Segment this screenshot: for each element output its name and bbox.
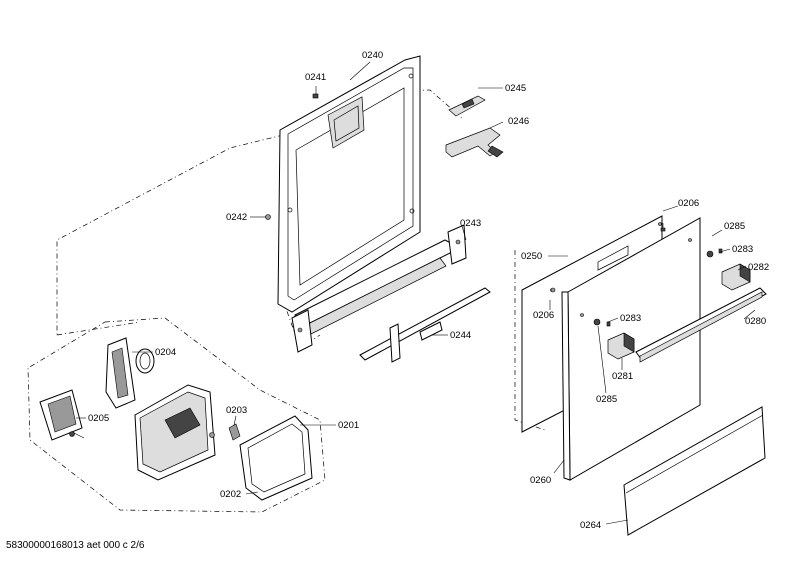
label-0245: 0245	[505, 83, 526, 94]
label-0260: 0260	[530, 475, 551, 486]
label-0205: 0205	[88, 413, 109, 424]
label-0240: 0240	[362, 50, 383, 61]
rail-0244	[359, 287, 491, 363]
label-0206-top: 0206	[678, 198, 699, 209]
label-0285-mid: 0285	[596, 394, 617, 405]
label-0281: 0281	[612, 371, 633, 382]
label-0244: 0244	[450, 330, 471, 341]
lock-housing-0204	[105, 337, 155, 409]
label-0246: 0246	[508, 116, 529, 127]
control-unit	[134, 384, 216, 481]
handle-bar-0280	[635, 287, 767, 363]
label-0204: 0204	[155, 347, 176, 358]
hinge-part-0245	[448, 95, 486, 117]
drawing-code-footer: 58300000168013 aet 000 c 2/6	[6, 540, 145, 551]
label-0264: 0264	[580, 520, 601, 531]
screw-0241-part	[312, 86, 319, 99]
label-0283-mid: 0283	[620, 313, 641, 324]
label-0201: 0201	[338, 420, 359, 431]
label-0242: 0242	[226, 212, 247, 223]
screw-0242-part	[265, 214, 271, 220]
label-0280: 0280	[745, 316, 766, 327]
leader-lines	[76, 61, 756, 525]
hinge-part-0246	[445, 127, 504, 158]
inner-door-panel	[277, 55, 421, 313]
label-0203: 0203	[226, 405, 247, 416]
label-0250: 0250	[521, 251, 542, 262]
seal-strip-0243	[291, 224, 467, 353]
part-labels: 0240 0241 0245 0246 0242 0243 0244 0204 …	[88, 50, 769, 531]
frame-0202	[239, 415, 313, 501]
handle-block-0281	[607, 332, 635, 360]
knob-0203	[228, 423, 241, 441]
label-0282: 0282	[748, 262, 769, 273]
lock-bracket-0205	[39, 389, 85, 441]
hardware-right	[550, 223, 723, 327]
label-0285-top: 0285	[724, 221, 745, 232]
label-0202: 0202	[220, 489, 241, 500]
label-0206-left: 0206	[533, 310, 554, 321]
label-0243: 0243	[460, 218, 481, 229]
kick-panel-0264	[623, 406, 766, 536]
label-0283-top: 0283	[732, 244, 753, 255]
label-0241: 0241	[305, 72, 326, 83]
handle-block-0282	[721, 263, 751, 291]
